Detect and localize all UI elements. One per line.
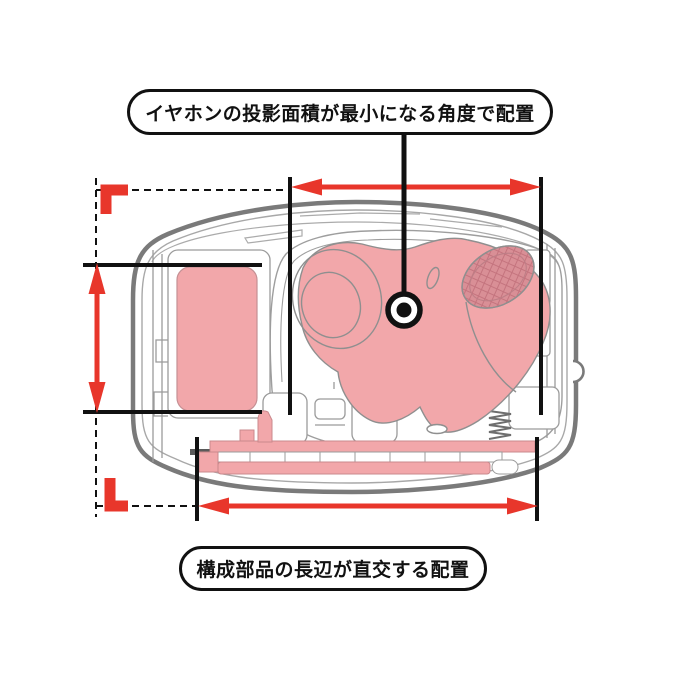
- battery-highlight: [176, 266, 258, 412]
- arrowhead-right: [510, 178, 541, 196]
- corner-brackets: [100, 184, 128, 512]
- driver-side-line: [465, 301, 517, 393]
- arrowhead-down: [88, 382, 106, 413]
- callout-leader: [385, 134, 423, 329]
- top-left-bracket: [100, 184, 128, 214]
- arrowhead-right: [507, 497, 538, 515]
- spring-coil: [488, 410, 512, 440]
- battery-compartment: [152, 249, 271, 462]
- dimension-lines: [83, 177, 543, 521]
- target-marker-dot: [396, 302, 412, 318]
- body-slit: [426, 266, 440, 290]
- lid-right-line: [429, 218, 503, 228]
- arrowhead-left: [291, 178, 322, 196]
- ear-tip-inner: [300, 271, 362, 339]
- ear-tip-outer: [291, 248, 383, 350]
- pink-wedge: [257, 410, 273, 443]
- circuit-board-highlight: [190, 410, 536, 475]
- top-callout-label: イヤホンの投影面積が最小になる角度で配置: [145, 103, 535, 125]
- left-height-arrow: [88, 263, 106, 413]
- bottom-callout: 構成部品の長辺が直交する配置: [179, 546, 487, 591]
- lid-vent-line: [299, 212, 421, 217]
- pedestal: [426, 423, 448, 435]
- earphone-highlight: [291, 237, 551, 435]
- hinge-bump: [572, 359, 585, 384]
- arrowhead-left: [198, 497, 229, 515]
- case-top-rim-line: [151, 221, 559, 265]
- lid-tab: [244, 229, 303, 244]
- bottom-callout-label: 構成部品の長辺が直交する配置: [196, 560, 470, 581]
- bottom-left-bracket: [104, 478, 128, 512]
- bottom-width-arrow: [198, 497, 538, 515]
- top-width-arrow: [291, 178, 541, 196]
- top-callout: イヤホンの投影面積が最小になる角度で配置: [127, 89, 553, 135]
- arrowhead-up: [88, 263, 106, 294]
